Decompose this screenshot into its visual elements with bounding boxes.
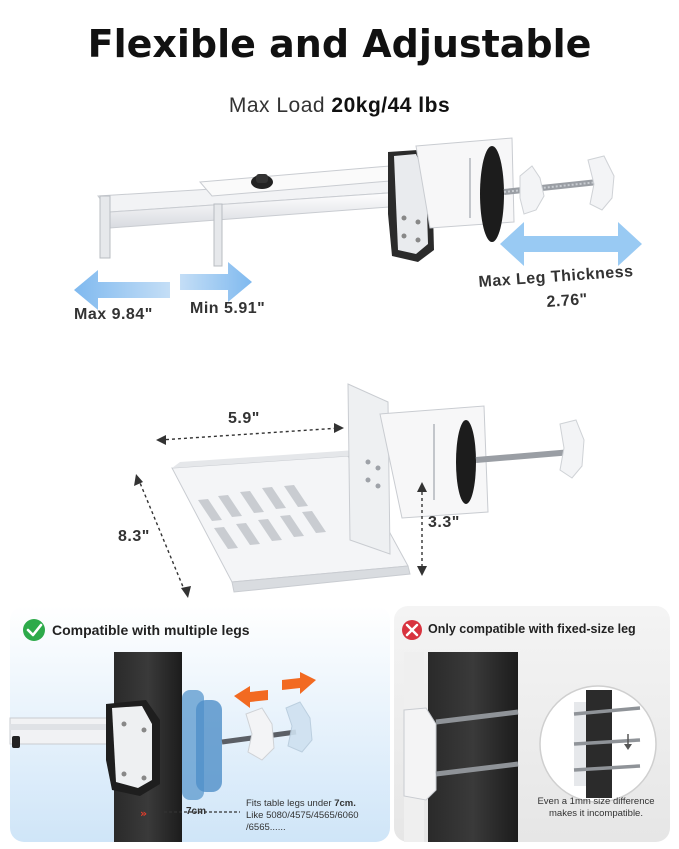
check-circle-icon: [23, 619, 45, 641]
max-load-value: 20kg/44 lbs: [331, 94, 451, 117]
min-extend-arrow: [180, 262, 252, 302]
adjust-arrows: [234, 672, 316, 708]
tray-width-label: 5.9": [228, 410, 260, 427]
clamp-arm-illustration: [97, 137, 615, 267]
min-extend-label: Min 5.91": [190, 300, 266, 317]
incompatible-panel-title: Only compatible with fixed-size leg: [428, 622, 636, 636]
tray-depth-label: 8.3": [118, 528, 150, 545]
incompatible-note-line2: makes it incompatible.: [549, 808, 643, 819]
compatible-note-line2: Like 5080/4575/4565/6060: [246, 810, 359, 821]
compatible-panel-title: Compatible with multiple legs: [52, 622, 250, 638]
compatible-leg-illustration: [9, 652, 313, 842]
fixed-leg-illustration: [403, 652, 519, 842]
gap-label: 7cm: [186, 806, 207, 817]
tray-depth-dimension-line: [137, 477, 187, 595]
incompatible-note-line1: Even a 1mm size difference: [537, 796, 655, 807]
svg-text:»: »: [140, 807, 147, 820]
incompatible-note: Even a 1mm size difference makes it inco…: [526, 796, 666, 820]
max-extend-arrow: [74, 270, 170, 310]
max-load-prefix: Max Load: [228, 94, 332, 117]
gap-dimension-line: »: [140, 807, 240, 820]
max-extend-label: Max 9.84": [74, 306, 153, 323]
leg-thickness-value: 2.76": [546, 291, 589, 311]
tray-illustration: [171, 383, 585, 593]
cross-circle-icon: [402, 620, 422, 640]
compatible-note-line1: Fits table legs under 7cm.: [246, 798, 359, 810]
compatible-note-prefix: Fits table legs under: [246, 798, 335, 809]
tray-height-label: 3.3": [428, 514, 460, 531]
compatible-note-value: 7cm.: [334, 798, 356, 809]
compatible-note-line3: /6565......: [246, 822, 286, 833]
leg-thickness-arrow: [500, 222, 642, 266]
tray-width-dimension-line: [159, 427, 341, 441]
page-title: Flexible and Adjustable: [87, 22, 592, 66]
compatible-note: Fits table legs under 7cm. Like 5080/457…: [246, 798, 359, 834]
max-load-subtitle: Max Load 20kg/44 lbs: [0, 94, 679, 118]
zoom-detail-circle: [539, 685, 657, 803]
